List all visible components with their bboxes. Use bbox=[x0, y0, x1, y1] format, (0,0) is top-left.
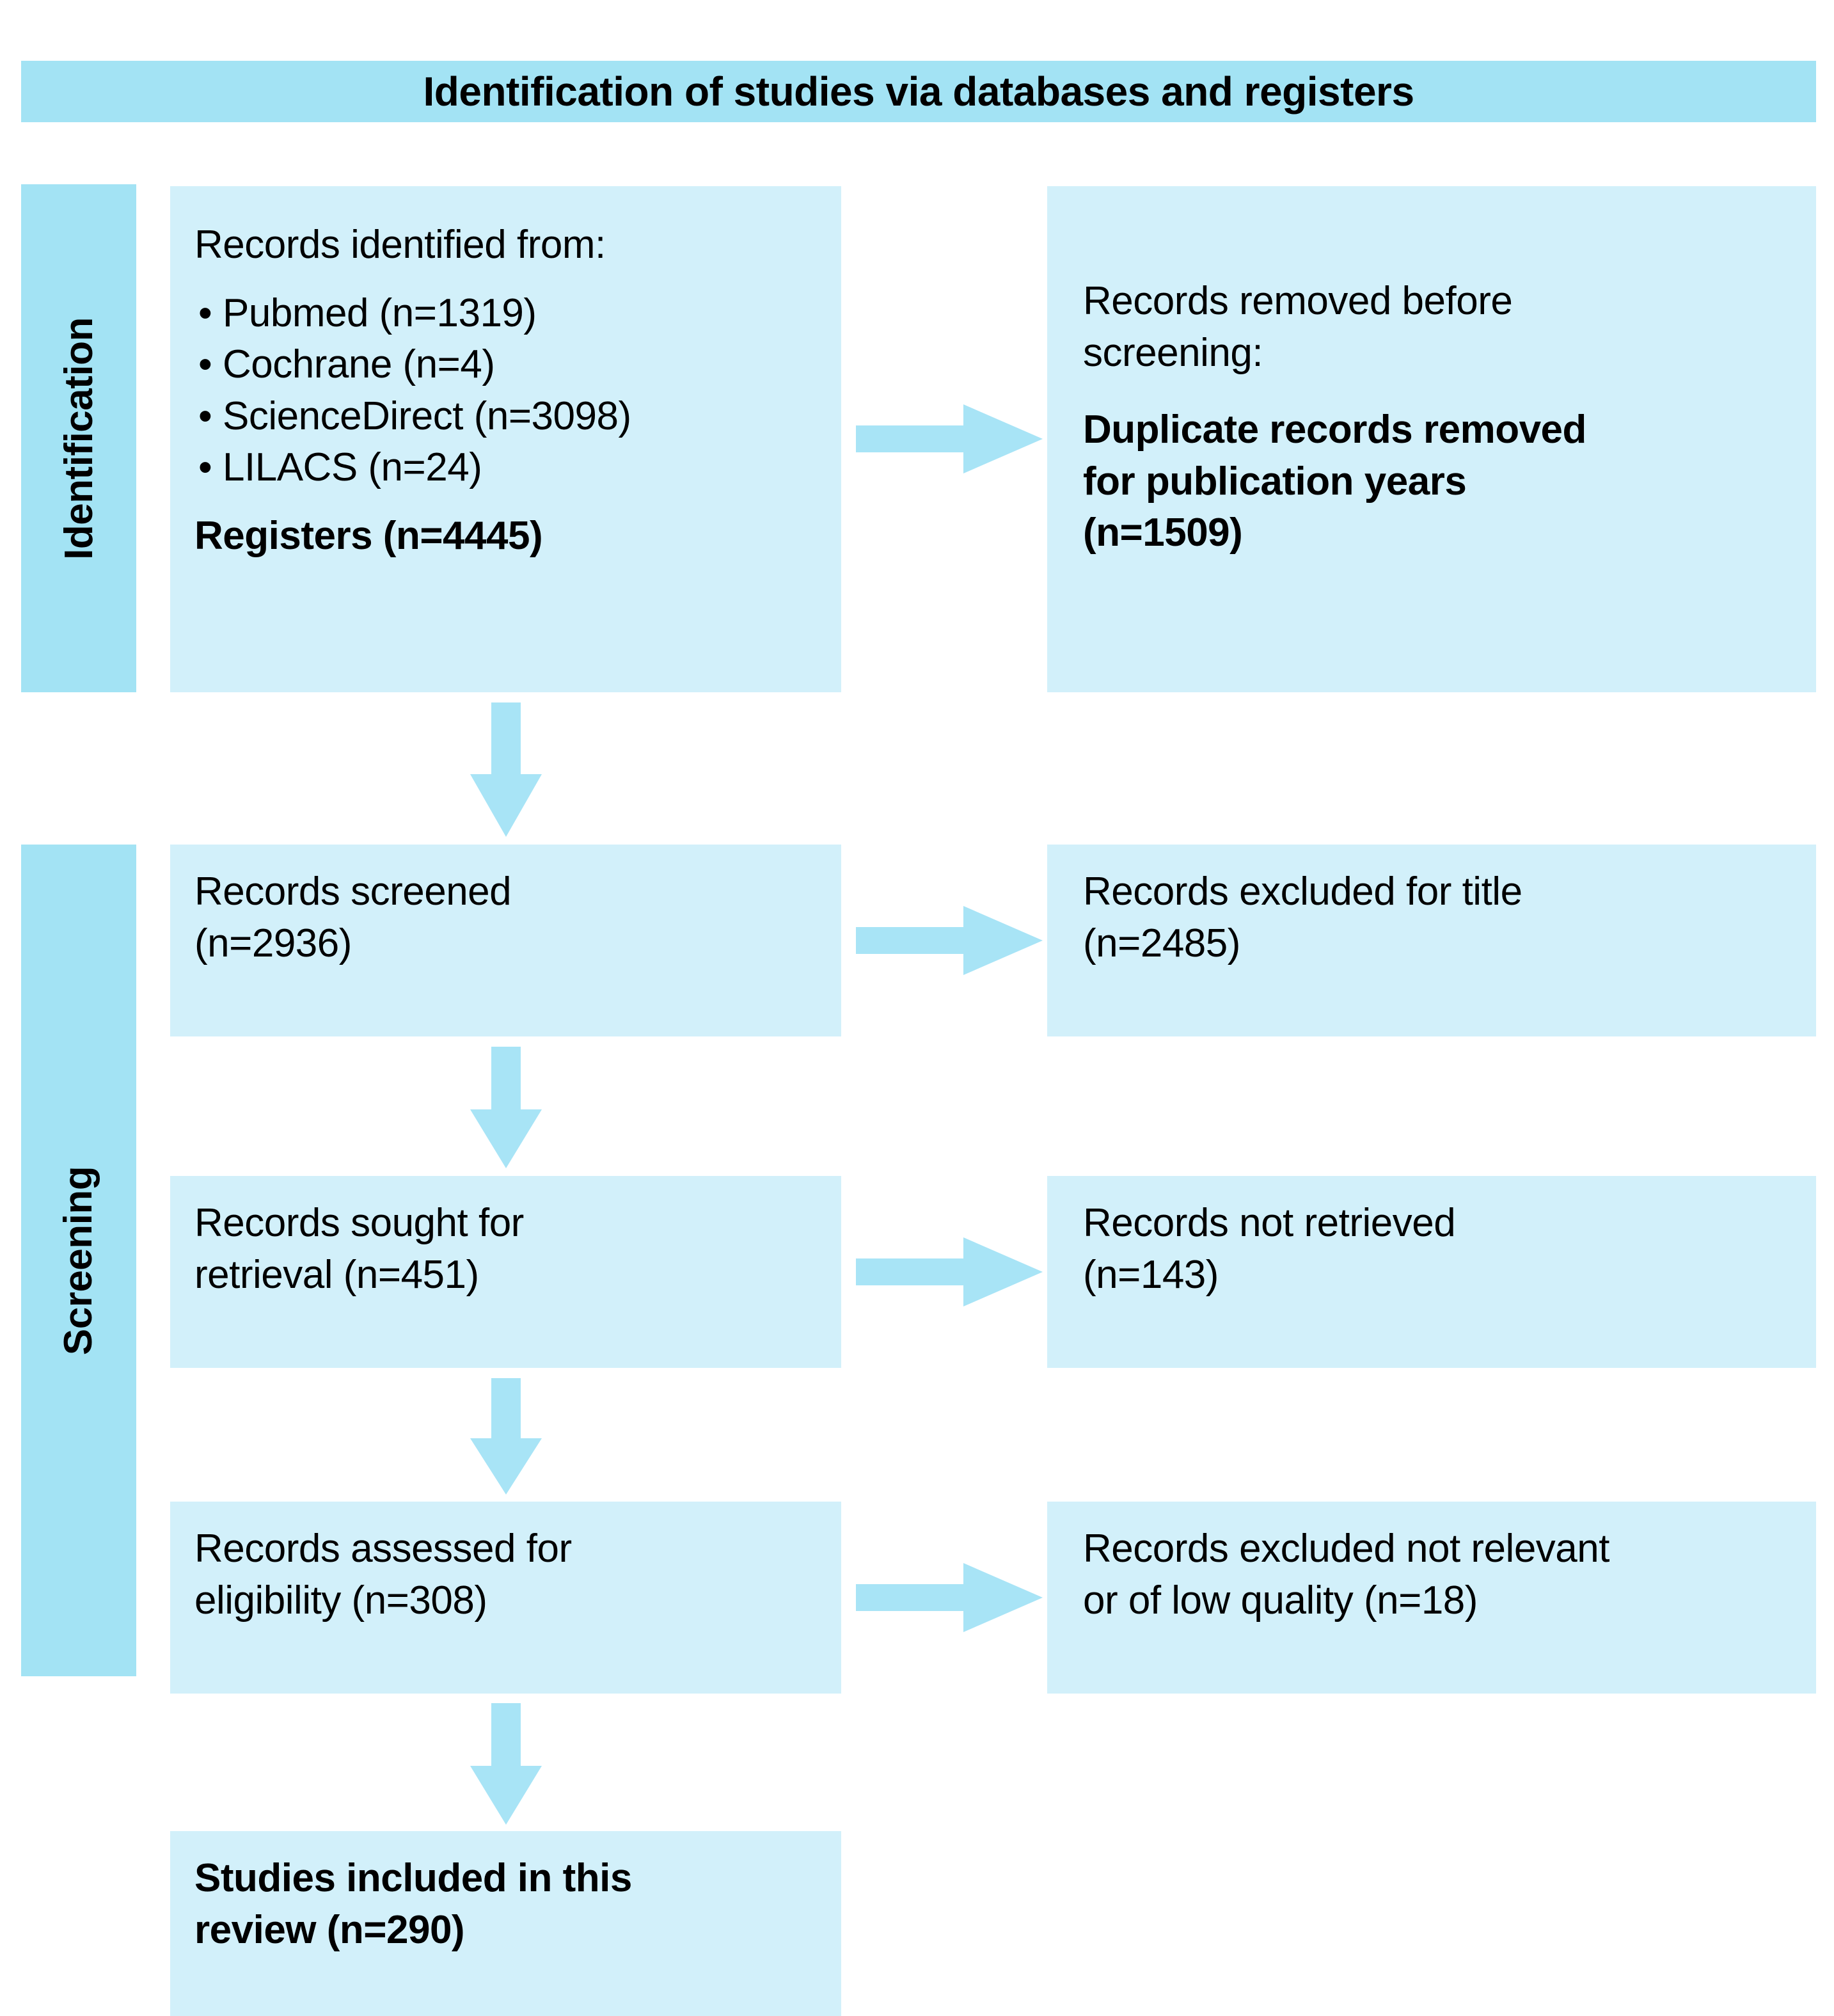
stage-label-screening: Screening bbox=[21, 845, 136, 1676]
studies-included-count: review (n=290) bbox=[194, 1907, 465, 1952]
duplicate-records-line2: for publication years bbox=[1083, 459, 1467, 504]
records-identified-heading: Records identified from: bbox=[194, 223, 606, 267]
box-records-not-retrieved: Records not retrieved (n=143) bbox=[1047, 1176, 1816, 1368]
records-removed-heading-line2: screening: bbox=[1083, 330, 1263, 375]
records-excluded-title-line1: Records excluded for title bbox=[1083, 869, 1522, 914]
box-records-identified: Records identified from: Pubmed (n=1319)… bbox=[170, 186, 841, 692]
spacer bbox=[194, 271, 817, 288]
diagram-header-bar: Identification of studies via databases … bbox=[21, 61, 1816, 122]
source-list: Pubmed (n=1319) Cochrane (n=4) ScienceDi… bbox=[194, 288, 817, 494]
records-not-retrieved-count: (n=143) bbox=[1083, 1252, 1219, 1297]
arrow-right-icon bbox=[856, 1563, 1043, 1632]
records-sought-count: retrieval (n=451) bbox=[194, 1252, 479, 1297]
arrow-right-icon bbox=[856, 404, 1043, 473]
spacer bbox=[1083, 379, 1792, 404]
stage-label-identification-text: Identification bbox=[56, 317, 101, 560]
box-records-removed: Records removed before screening: Duplic… bbox=[1047, 186, 1816, 692]
records-assessed-count: eligibility (n=308) bbox=[194, 1578, 487, 1623]
list-item: ScienceDirect (n=3098) bbox=[194, 391, 817, 443]
records-screened-line1: Records screened bbox=[194, 869, 512, 914]
studies-included-line1: Studies included in this bbox=[194, 1856, 632, 1900]
arrow-right-icon bbox=[856, 1237, 1043, 1306]
records-assessed-line1: Records assessed for bbox=[194, 1527, 572, 1571]
arrow-down-icon bbox=[470, 1703, 542, 1825]
records-not-retrieved-line1: Records not retrieved bbox=[1083, 1201, 1456, 1245]
box-records-excluded-title: Records excluded for title (n=2485) bbox=[1047, 845, 1816, 1036]
box-studies-included: Studies included in this review (n=290) bbox=[170, 1831, 841, 2016]
list-item: LILACS (n=24) bbox=[194, 442, 817, 494]
arrow-right-icon bbox=[856, 906, 1043, 975]
duplicate-records-count: (n=1509) bbox=[1083, 511, 1243, 555]
records-excluded-quality-line1: Records excluded not relevant bbox=[1083, 1527, 1609, 1571]
records-excluded-title-count: (n=2485) bbox=[1083, 921, 1240, 965]
arrow-down-icon bbox=[470, 702, 542, 837]
stage-label-identification: Identification bbox=[21, 184, 136, 692]
arrow-down-icon bbox=[470, 1378, 542, 1495]
registers-count: Registers (n=4445) bbox=[194, 513, 543, 558]
spacer bbox=[194, 494, 817, 511]
box-records-assessed: Records assessed for eligibility (n=308) bbox=[170, 1502, 841, 1694]
stage-label-screening-text: Screening bbox=[56, 1166, 101, 1355]
records-removed-heading-line1: Records removed before bbox=[1083, 279, 1513, 323]
records-screened-count: (n=2936) bbox=[194, 921, 352, 965]
duplicate-records-line1: Duplicate records removed bbox=[1083, 408, 1586, 452]
list-item: Cochrane (n=4) bbox=[194, 339, 817, 391]
box-records-excluded-quality: Records excluded not relevant or of low … bbox=[1047, 1502, 1816, 1694]
box-records-screened: Records screened (n=2936) bbox=[170, 845, 841, 1036]
page-title: Identification of studies via databases … bbox=[423, 68, 1414, 115]
records-excluded-quality-line2: or of low quality (n=18) bbox=[1083, 1578, 1478, 1623]
list-item: Pubmed (n=1319) bbox=[194, 288, 817, 340]
box-records-sought: Records sought for retrieval (n=451) bbox=[170, 1176, 841, 1368]
records-sought-line1: Records sought for bbox=[194, 1201, 524, 1245]
arrow-down-icon bbox=[470, 1047, 542, 1168]
